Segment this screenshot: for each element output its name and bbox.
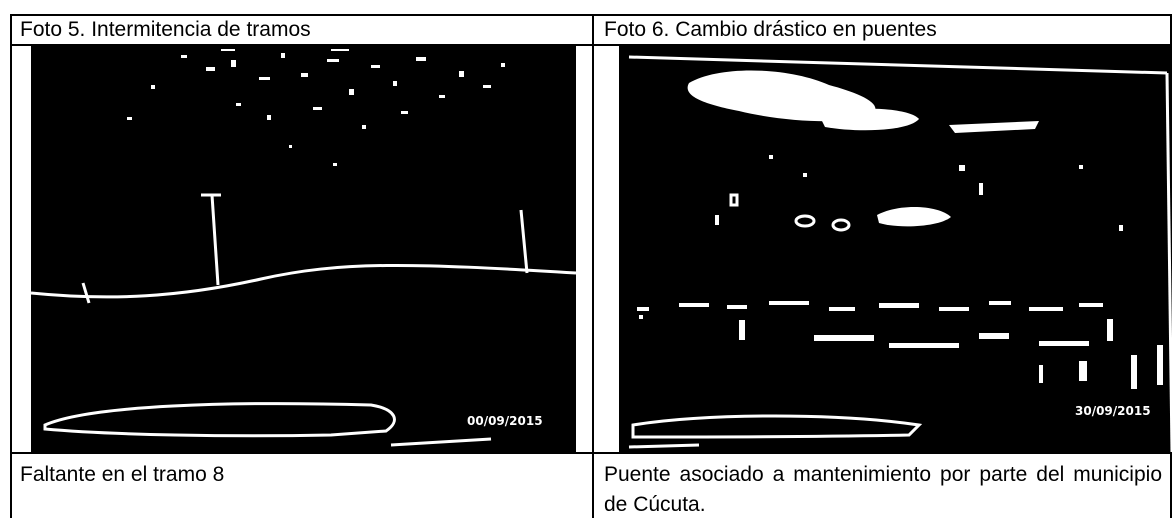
photo6-clouds [687,70,1039,227]
table-border-header [10,44,1172,46]
photo6-bridge-detail [637,155,1163,389]
photo5-title: Foto 5. Intermitencia de tramos [20,18,311,41]
table-border-middle [592,14,594,518]
photo6-title: Foto 6. Cambio drástico en puentes [604,18,937,41]
photo6-date-stamp: 30/09/2015 [1075,404,1151,418]
photo6-image: 30/09/2015 [619,45,1172,452]
photo6-edges [628,55,1172,452]
table-border-left [10,14,12,518]
photo6-caption: Puente asociado a mantenimiento por part… [604,463,1162,516]
table-border-top [10,14,1172,16]
photo5-date-stamp: 00/09/2015 [467,414,543,428]
photo5-edges [31,193,576,447]
photo5-foliage [127,49,505,166]
photo5-caption: Faltante en el tramo 8 [20,463,225,486]
table-border-caption [10,452,1172,454]
photo-table: Foto 5. Intermitencia de tramos Foto 6. … [10,14,1172,518]
photo5-image: 00/09/2015 [31,45,576,452]
